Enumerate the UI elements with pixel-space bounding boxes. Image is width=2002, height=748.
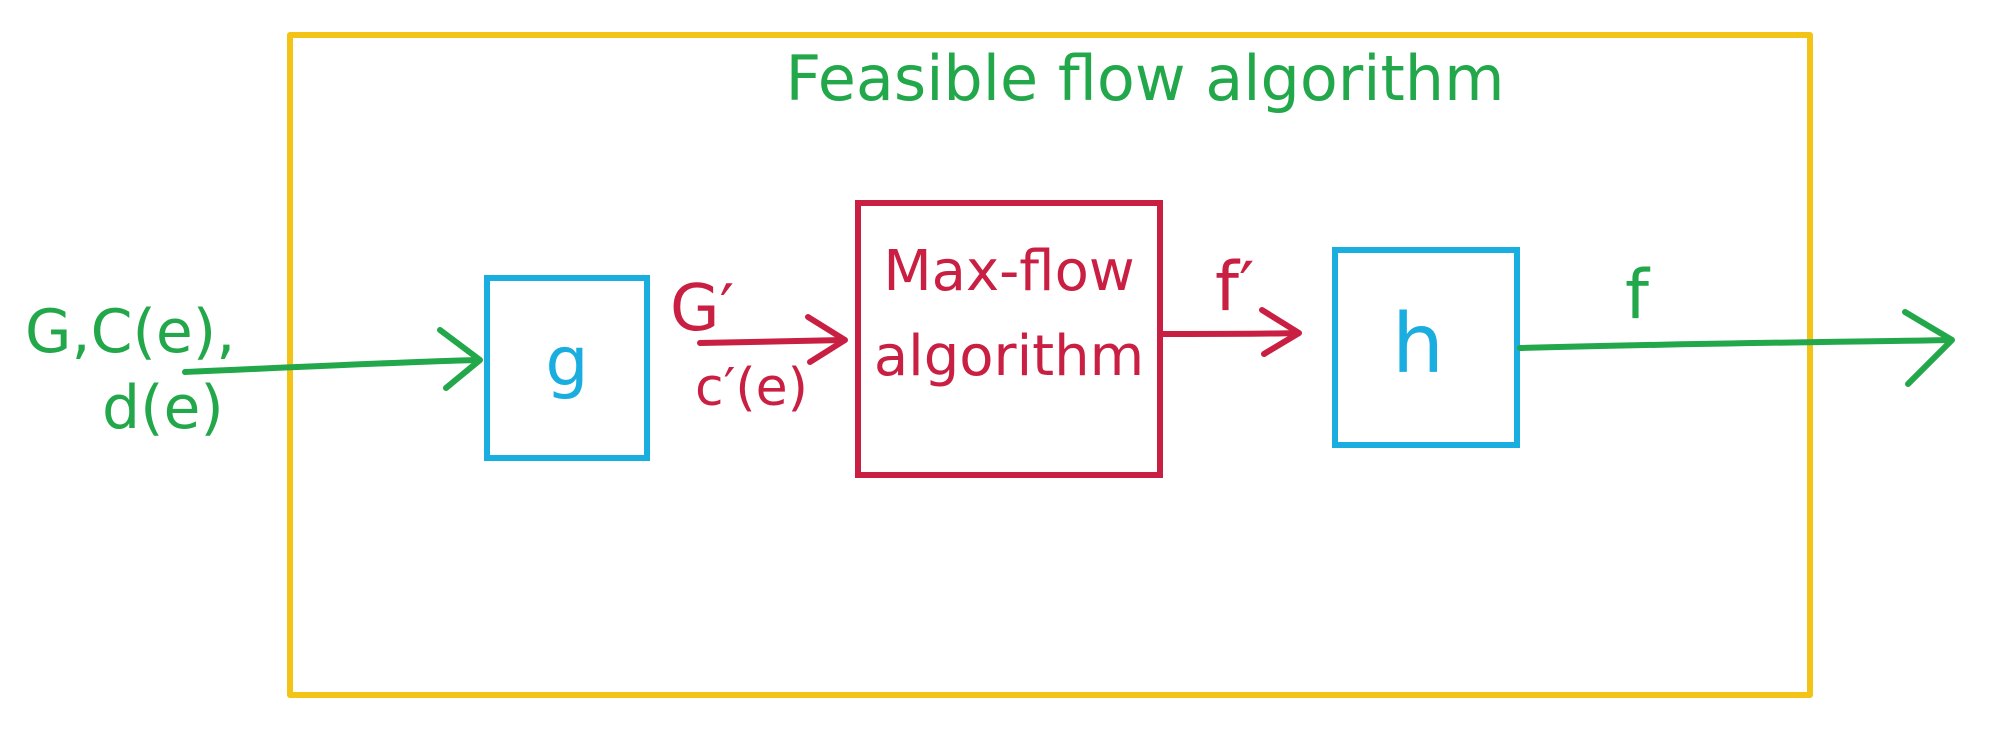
edge-fprime-label: f′ [1215, 248, 1254, 327]
edge-arrow-g-to-maxflow [697, 314, 848, 365]
input-label-line2: d(e) [102, 373, 224, 443]
box-g-label: g [545, 323, 588, 402]
input-label-line1: G,C(e), [25, 297, 235, 367]
edge-top-label: G′ [670, 272, 734, 346]
input-arrow [182, 327, 483, 391]
output-arrow [1517, 309, 1955, 387]
box-maxflow [855, 200, 1163, 478]
box-g [484, 275, 650, 461]
maxflow-label-line2: algorithm [874, 324, 1144, 389]
diagram-title: Feasible flow algorithm [786, 42, 1505, 115]
edge-bottom-label: c′(e) [695, 358, 808, 418]
edge-arrow-maxflow-to-h [1159, 307, 1302, 357]
box-h [1332, 247, 1520, 448]
maxflow-label-line1: Max-flow [883, 239, 1134, 304]
box-h-label: h [1392, 297, 1444, 392]
output-label: f [1625, 256, 1651, 335]
